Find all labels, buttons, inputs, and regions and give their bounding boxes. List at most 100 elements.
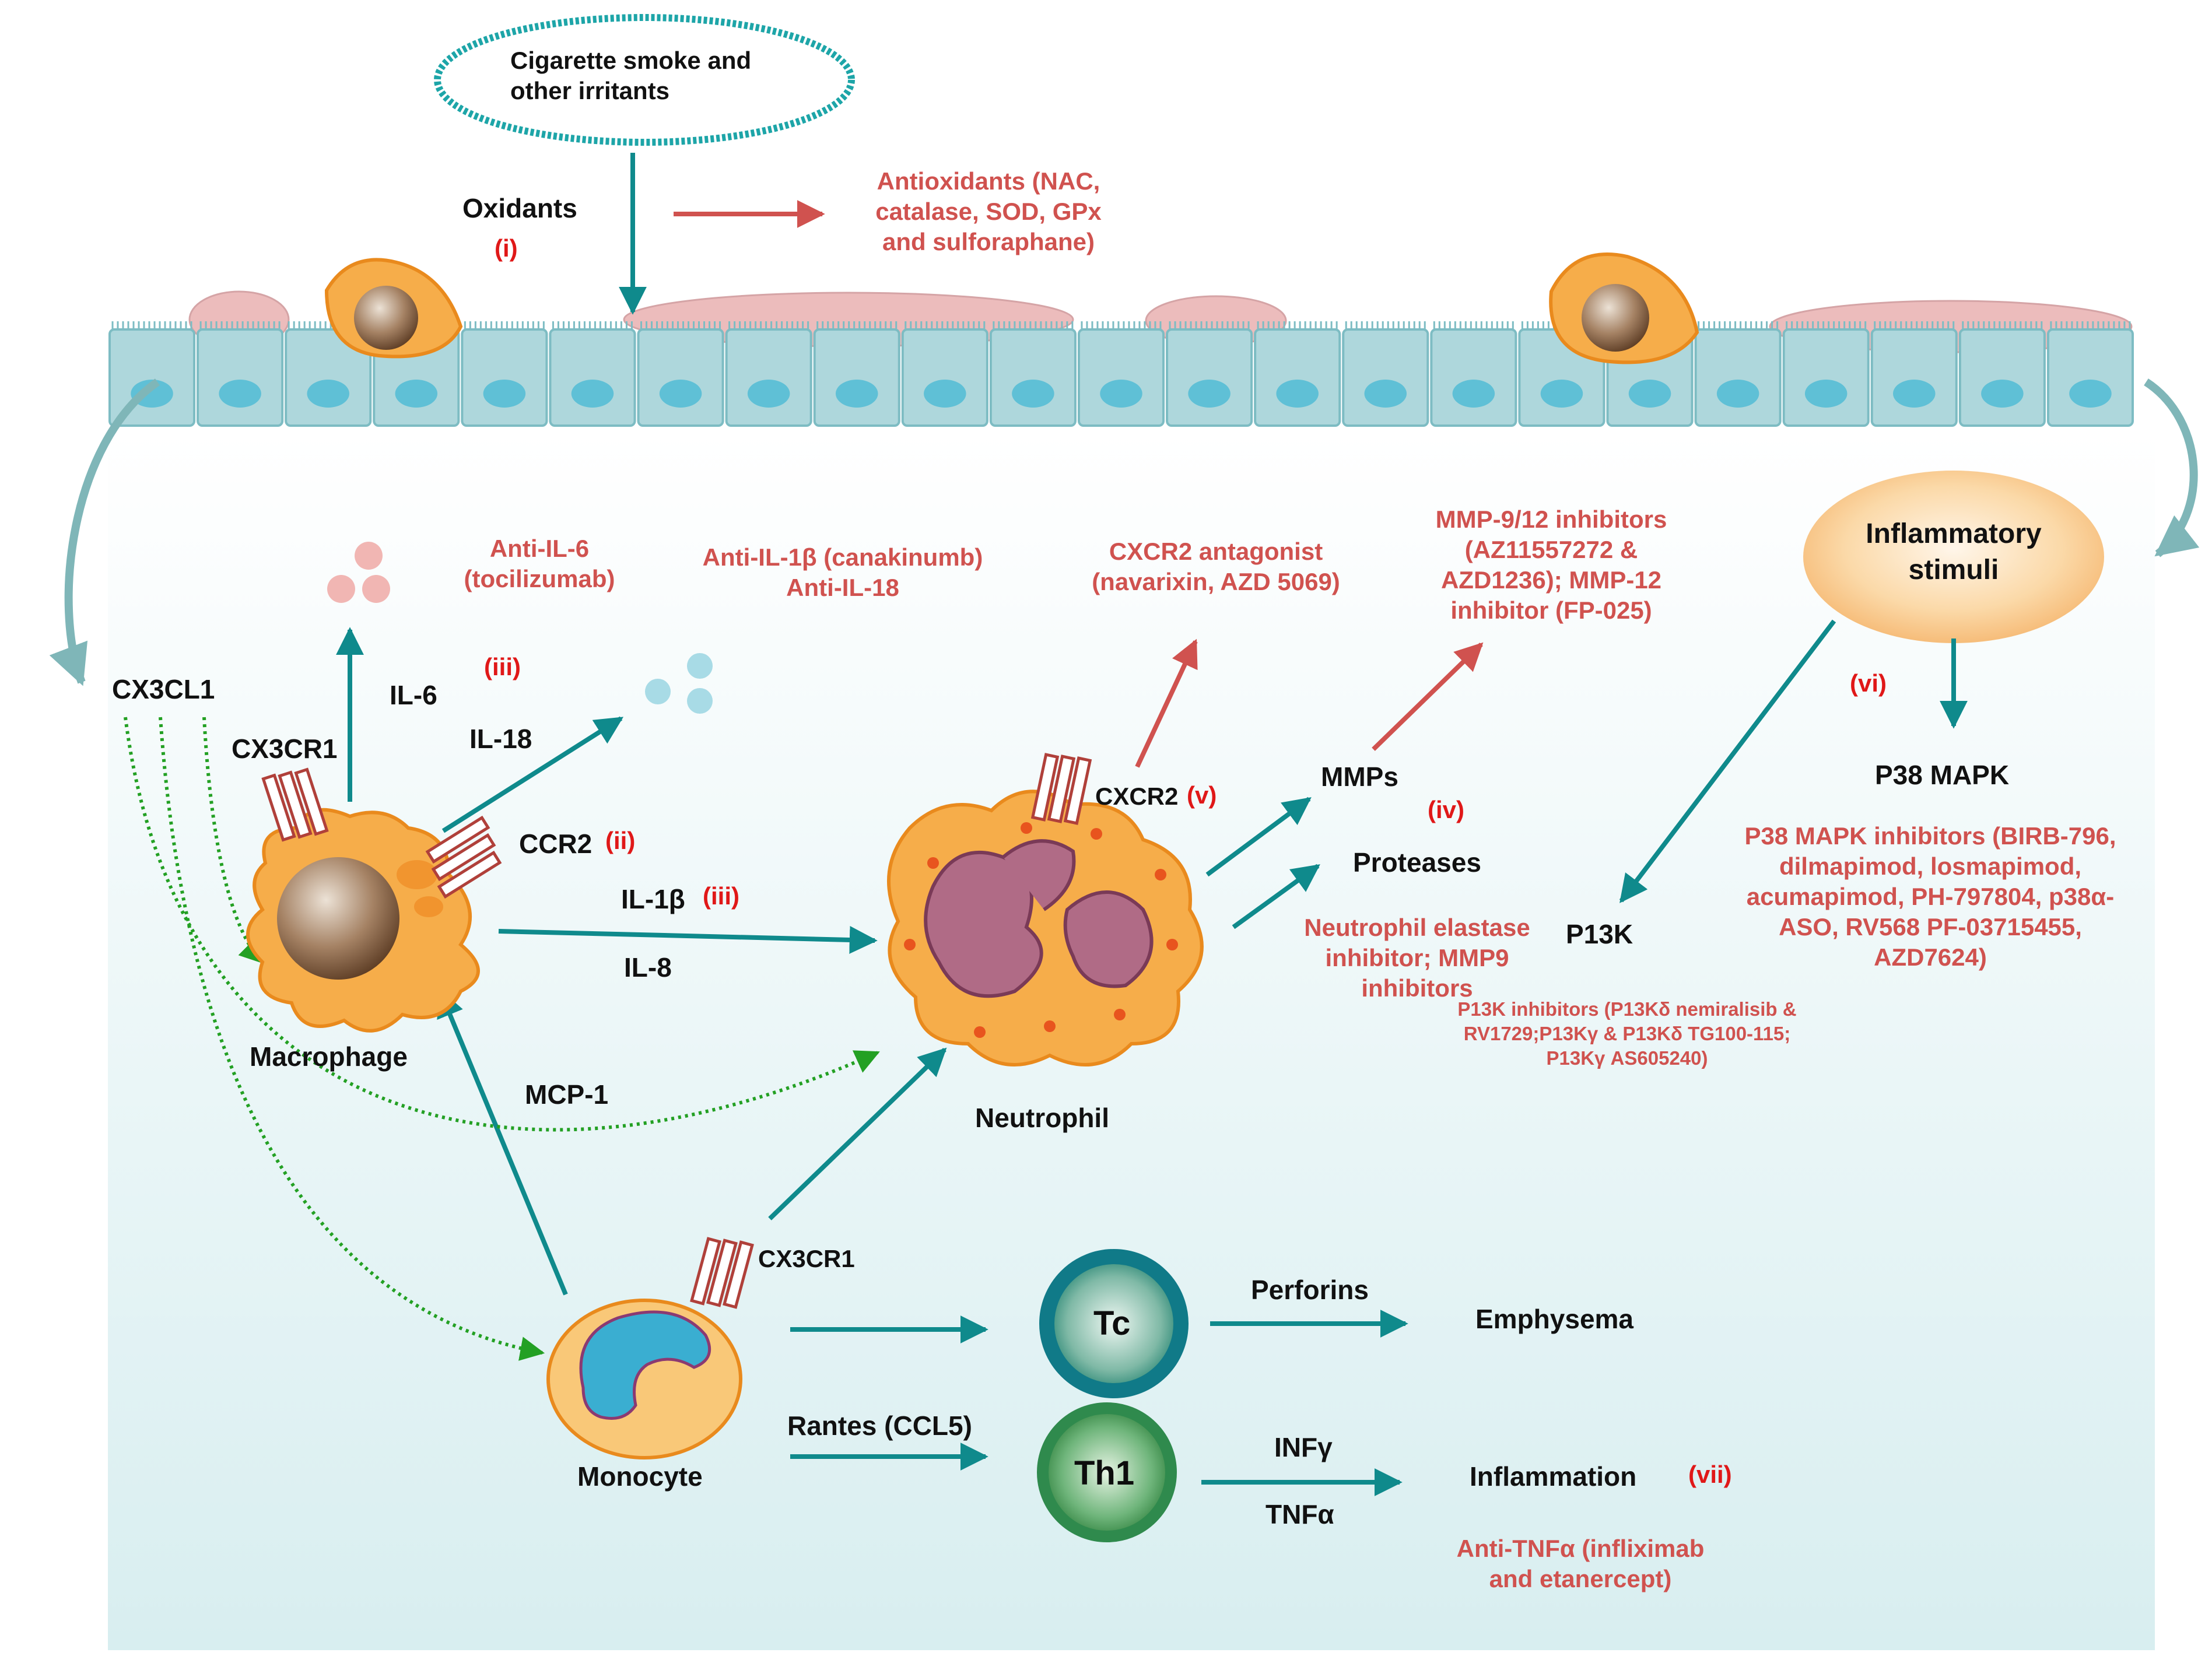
epithelial-nucleus — [659, 380, 702, 408]
epithelial-cell — [1342, 328, 1429, 427]
epithelial-nucleus — [1012, 380, 1054, 408]
anti-il1b-therapy: Anti-IL-1β (canakinumb) Anti-IL-18 — [702, 543, 983, 601]
epithelial-cilia — [816, 321, 898, 329]
infg-label: INFγ — [1274, 1432, 1333, 1462]
oxidants-label: Oxidants — [462, 193, 577, 223]
epithelial-nucleus — [395, 380, 438, 408]
epithelial-nucleus — [924, 380, 966, 408]
ccr2-tag: (ii) — [605, 827, 636, 854]
epithelial-nucleus — [1100, 380, 1142, 408]
epithelial-cilia — [111, 321, 192, 329]
epithelial-cilia — [2050, 321, 2131, 329]
epithelial-cell — [461, 328, 548, 427]
epithelial-nucleus — [2069, 380, 2112, 408]
epithelial-cilia — [1257, 321, 1338, 329]
oxidants-tag: (i) — [495, 234, 518, 262]
epithelial-nucleus — [835, 380, 878, 408]
epithelial-nucleus — [1276, 380, 1319, 408]
inflammatory-stimuli-tag: (vi) — [1850, 669, 1887, 697]
mediators-tag: (iv) — [1428, 796, 1464, 823]
emphysema-label: Emphysema — [1475, 1304, 1634, 1334]
monocyte-label: Monocyte — [577, 1461, 703, 1492]
cxcr2-tag: (v) — [1187, 781, 1217, 809]
epithelial-nucleus — [1188, 380, 1231, 408]
il18-particles — [645, 653, 713, 714]
il6-label: IL-6 — [390, 680, 437, 710]
anti-il6-therapy: Anti-IL-6 (tocilizumab) — [464, 535, 615, 592]
il1b-label: IL-1β — [621, 884, 685, 914]
epithelial-cilia — [1169, 321, 1250, 329]
epithelial-cell — [813, 328, 900, 427]
epithelial-cilia — [1698, 321, 1779, 329]
epithelial-nucleus — [571, 380, 614, 408]
red-arrows — [674, 200, 1484, 768]
epithelial-cilia — [1433, 321, 1514, 329]
monocyte-cell — [546, 1237, 754, 1459]
epithelial-cell — [901, 328, 988, 427]
epithelial-cilia — [1874, 321, 1955, 329]
epithelial-nucleus — [1540, 380, 1583, 408]
epithelial-cilia — [199, 321, 281, 329]
epithelial-cilia — [905, 321, 986, 329]
tc-cell — [1039, 1249, 1189, 1398]
neutrophil-cell — [887, 753, 1204, 1066]
epithelial-cilia — [1962, 321, 2043, 329]
cxcr2-antagonist-therapy: CXCR2 antagonist (navarixin, AZD 5069) — [1092, 538, 1340, 595]
epithelial-cell — [285, 328, 372, 427]
proteases-label: Proteases — [1353, 847, 1481, 878]
epithelial-cell — [1430, 328, 1517, 427]
anti-tnfa-therapy: Anti-TNFα (infliximab and etanercept) — [1456, 1535, 1705, 1592]
epithelial-cell — [1694, 328, 1782, 427]
epithelial-cell — [1870, 328, 1958, 427]
source-oval — [434, 14, 855, 146]
mmp-inhibitors-therapy: MMP-9/12 inhibitors (AZ11557272 & AZD123… — [1435, 506, 1667, 624]
epithelial-nucleus — [483, 380, 526, 408]
perforins-label: Perforins — [1251, 1275, 1369, 1305]
epithelial-cell — [197, 328, 284, 427]
epithelial-cell — [989, 328, 1077, 427]
epithelial-cilia — [728, 321, 809, 329]
epithelial-cell — [2046, 328, 2134, 427]
epithelial-nucleus — [1981, 380, 2024, 408]
epithelial-cell — [725, 328, 812, 427]
p13k-inhibitors-therapy: P13K inhibitors (P13Kδ nemiralisib & RV1… — [1457, 998, 1797, 1069]
epithelial-nucleus — [1804, 380, 1848, 408]
epithelial-nucleus — [1628, 380, 1671, 408]
teal-arrows — [336, 153, 1968, 1496]
neutrophil-elastase-therapy: Neutrophil elastase inhibitor; MMP9 inhi… — [1304, 914, 1530, 1002]
il8-label: IL-8 — [624, 952, 672, 983]
p38-inhibitors-therapy: P38 MAPK inhibitors (BIRB-796, dilmapimo… — [1744, 822, 2116, 971]
epithelial-cell — [637, 328, 724, 427]
rantes-label: Rantes (CCL5) — [787, 1411, 972, 1441]
macrophage-cx3cr1-label: CX3CR1 — [232, 734, 338, 764]
tnfa-label: TNFα — [1265, 1499, 1334, 1529]
epithelial-nucleus — [307, 380, 349, 408]
inflammatory-stimuli-label: Inflammatory stimuli — [1866, 518, 2042, 585]
cxcr2-label: CXCR2 — [1095, 783, 1179, 810]
inflammation-label: Inflammation — [1470, 1461, 1637, 1492]
cx3cl1-label: CX3CL1 — [112, 674, 215, 704]
epithelial-cilia — [1081, 321, 1162, 329]
mcp1-label: MCP-1 — [525, 1079, 609, 1110]
il18-label: IL-18 — [469, 724, 532, 754]
epithelial-cilia — [1786, 321, 1867, 329]
p13k-label: P13K — [1566, 919, 1633, 949]
epithelial-cilia — [552, 321, 633, 329]
monocyte-cx3cr1-label: CX3CR1 — [758, 1245, 855, 1272]
left-side-arrow — [49, 378, 160, 686]
epithelial-cilia — [464, 321, 545, 329]
il1b-tag: (iii) — [703, 882, 739, 910]
epithelial-nucleus — [1452, 380, 1495, 408]
epithelial-cell — [1077, 328, 1165, 427]
epithelial-cilia — [993, 321, 1074, 329]
macrophage-cell — [246, 767, 502, 1033]
epithelial-cell — [1782, 328, 1870, 427]
right-side-arrow — [2144, 378, 2200, 557]
p38-label: P38 MAPK — [1875, 760, 2010, 790]
epithelial-cilia — [640, 321, 721, 329]
epithelial-nucleus — [747, 380, 790, 408]
mmps-label: MMPs — [1321, 762, 1398, 792]
epithelial-nucleus — [1364, 380, 1407, 408]
